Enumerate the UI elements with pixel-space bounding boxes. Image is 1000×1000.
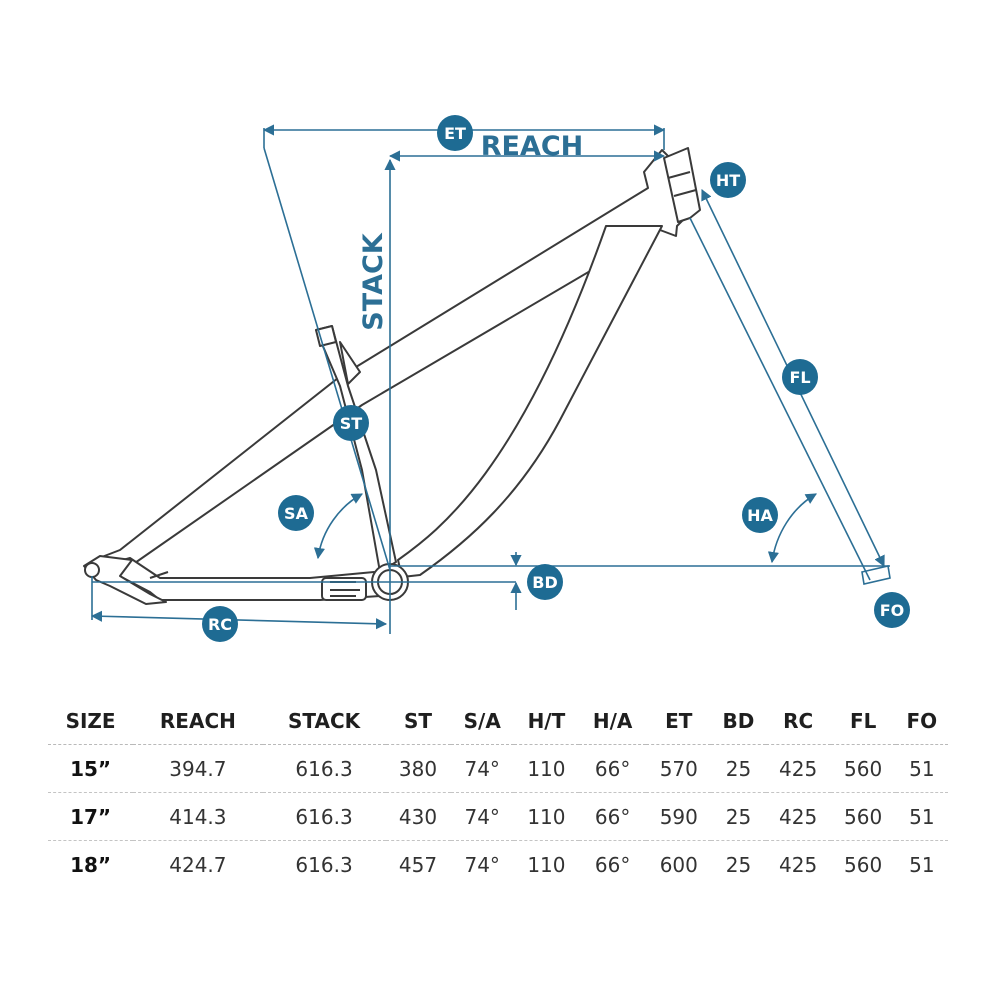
seat-tube-extension	[263, 147, 391, 571]
fork-axis-line	[689, 217, 871, 581]
table-cell: 600	[659, 852, 698, 877]
column-header-et: ET	[646, 698, 712, 745]
table-cell: 110	[527, 852, 566, 877]
frame-geometry-diagram: REACH STACK ET HT FL ST SA HA BD	[83, 115, 910, 642]
bubble-fo: FO	[874, 592, 910, 628]
table-cell: 380	[385, 744, 451, 793]
bubble-et: ET	[437, 115, 473, 151]
rear-axle	[84, 562, 100, 578]
table-cell: 570	[646, 744, 712, 793]
sa-angle-arc	[313, 493, 363, 560]
table-cell: 74°	[450, 792, 514, 841]
fo-bubble-label: FO	[880, 601, 905, 620]
table-cell: 560	[830, 744, 896, 793]
down-tube	[397, 225, 663, 578]
table-cell: 560	[830, 792, 896, 841]
table-cell: 110	[513, 744, 579, 793]
table-cell: 430	[385, 792, 451, 841]
sa-bubble-label: SA	[284, 504, 309, 523]
bubble-st: ST	[333, 405, 369, 441]
ha-bubble-label: HA	[747, 506, 773, 525]
column-header-s-a: S/A	[450, 698, 514, 745]
dimension-lines	[90, 124, 891, 634]
column-header-bd: BD	[711, 698, 766, 745]
size-cell: 18”	[70, 852, 112, 877]
bubble-ht: HT	[710, 162, 746, 198]
table-row: 18” 424.7 616.3 457 74° 110 66° 600 25 425 560 51	[48, 841, 948, 889]
size-cell: 17”	[48, 792, 134, 841]
table-cell: 560	[844, 852, 883, 877]
table-cell: 51	[895, 792, 948, 841]
table-cell: 25	[711, 792, 766, 841]
st-bubble-label: ST	[340, 414, 363, 433]
seatpost	[315, 325, 337, 347]
table-cell: 74°	[464, 852, 500, 877]
column-header-h-t: H/T	[513, 698, 579, 745]
size-cell: 15”	[48, 744, 134, 793]
column-header-h-a: H/A	[578, 698, 647, 745]
head-tube	[663, 147, 701, 223]
table-cell: 425	[765, 792, 831, 841]
table-cell: 66°	[594, 852, 631, 877]
column-header-fo: FO	[895, 698, 948, 745]
reach-label: REACH	[481, 131, 584, 162]
stack-label: STACK	[358, 232, 389, 330]
bike-frame	[83, 147, 701, 605]
table-cell: 51	[909, 852, 935, 877]
column-header-fl: FL	[830, 698, 896, 745]
ht-bubble-label: HT	[716, 171, 740, 190]
brake-bridge	[149, 571, 169, 579]
headset-ring	[667, 171, 697, 197]
table-cell: 425	[779, 852, 818, 877]
column-header-st: ST	[385, 698, 451, 745]
table-cell: 616.3	[262, 792, 386, 841]
table-cell: 425	[765, 744, 831, 793]
rc-dimension-line	[90, 610, 388, 630]
table-cell: 66°	[578, 792, 647, 841]
bubble-sa: SA	[278, 495, 314, 531]
table-cell: 25	[711, 744, 766, 793]
bubble-bd: BD	[527, 564, 563, 600]
table-cell: 66°	[578, 744, 647, 793]
table-cell: 424.7	[169, 852, 227, 877]
fo-offset	[861, 565, 891, 585]
seat-clamp	[339, 341, 361, 385]
fl-bubble-label: FL	[789, 368, 810, 387]
frame-geometry-svg: REACH STACK ET HT FL ST SA HA BD	[83, 115, 910, 642]
table-cell: 25	[725, 852, 752, 877]
column-header-size: SIZE	[48, 698, 134, 745]
rc-bubble-label: RC	[208, 615, 232, 634]
ha-angle-arc	[767, 493, 817, 564]
table-cell: 110	[513, 792, 579, 841]
top-tube	[93, 149, 691, 573]
et-bubble-label: ET	[444, 124, 466, 143]
table-cell: 457	[398, 852, 438, 877]
table-cell: 74°	[450, 744, 514, 793]
bubble-fl: FL	[782, 359, 818, 395]
bd-bubble-label: BD	[532, 573, 557, 592]
column-header-stack: STACK	[262, 698, 386, 745]
bubble-rc: RC	[202, 606, 238, 642]
table-cell: 51	[895, 744, 948, 793]
table-cell: 394.7	[133, 744, 263, 793]
table-cell: 616.3	[262, 744, 386, 793]
bubble-ha: HA	[742, 497, 778, 533]
table-cell: 590	[646, 792, 712, 841]
dropout	[83, 555, 167, 605]
table-cell: 616.3	[295, 852, 353, 877]
column-header-reach: REACH	[133, 698, 263, 745]
table-cell: 414.3	[133, 792, 263, 841]
column-header-rc: RC	[765, 698, 831, 745]
